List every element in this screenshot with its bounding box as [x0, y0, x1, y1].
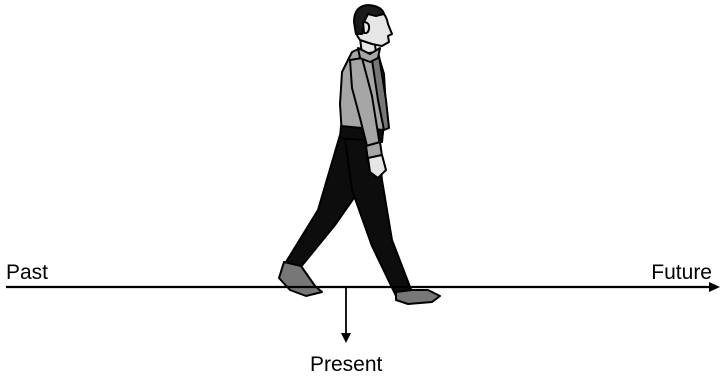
future-label: Future	[651, 262, 712, 283]
ear	[363, 22, 369, 33]
back-shoe	[279, 262, 322, 296]
walking-man-figure	[279, 5, 440, 304]
past-label: Past	[6, 262, 48, 283]
front-shoe	[396, 290, 440, 304]
present-label: Present	[310, 354, 382, 375]
present-pointer-arrowhead	[341, 333, 351, 343]
